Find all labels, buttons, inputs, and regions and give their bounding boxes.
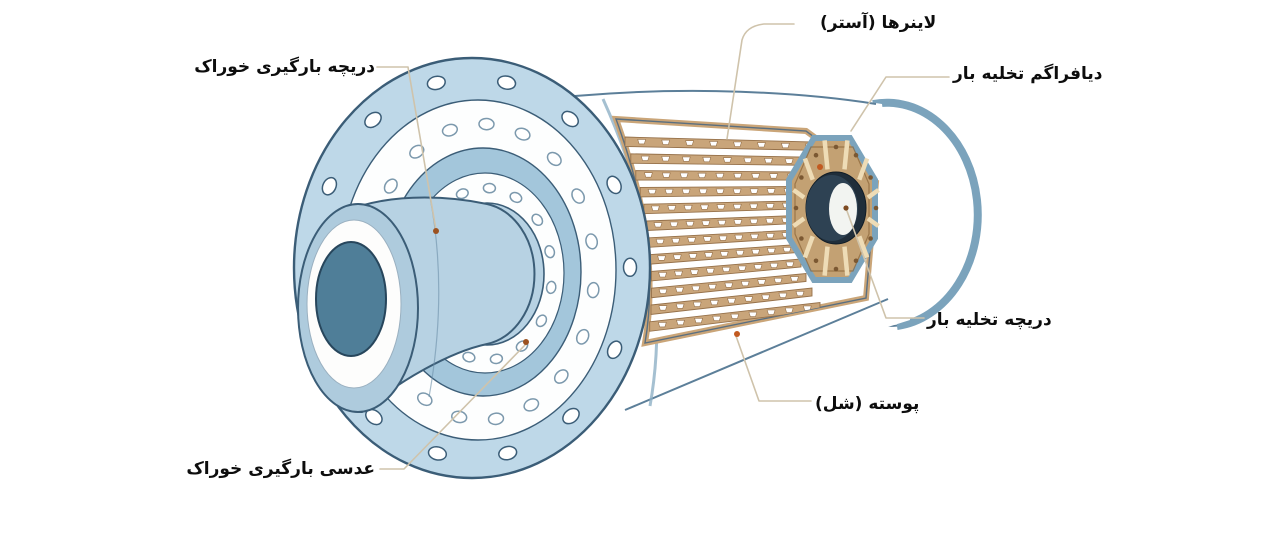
trunnion-bore: [315, 241, 387, 357]
cutaway-window: [611, 115, 880, 347]
dot-feed-head: [523, 339, 529, 345]
feed-end-assembly: [292, 56, 652, 480]
label-liners: لاینرها (آستر): [820, 13, 937, 33]
label-diaphragm: دیافراگم تخلیه بار: [953, 64, 1103, 84]
dot-feed-hatch: [433, 228, 439, 234]
label-shell: پوسته (شل): [815, 394, 920, 414]
label-feed-head: عدسی بارگیری خوراک: [186, 459, 375, 479]
shell-bottom-edge: [624, 298, 889, 411]
discharge-opening: [829, 183, 857, 235]
liner-strips: [624, 136, 851, 332]
label-discharge-hatch: دریچه تخلیه بار: [927, 310, 1052, 330]
diaphragm-spokes: [792, 140, 880, 276]
leader-discharge-hatch: [846, 210, 925, 319]
dot-shell: [734, 331, 740, 337]
leader-diaphragm: [850, 76, 950, 132]
leader-shell: [735, 335, 812, 402]
dot-discharge-hatch: [843, 205, 849, 211]
leader-liners: [726, 23, 795, 140]
leader-feed-head: [379, 343, 527, 470]
discharge-diaphragm: [786, 135, 880, 283]
label-feed-hatch: دریچه بارگیری خوراک: [194, 57, 375, 77]
shell-top-edge: [574, 89, 877, 105]
leader-lines: [376, 23, 950, 470]
diaphragm-marker-dot: [817, 164, 823, 170]
leader-feed-hatch: [376, 66, 437, 231]
end-cap-band: [872, 98, 982, 330]
